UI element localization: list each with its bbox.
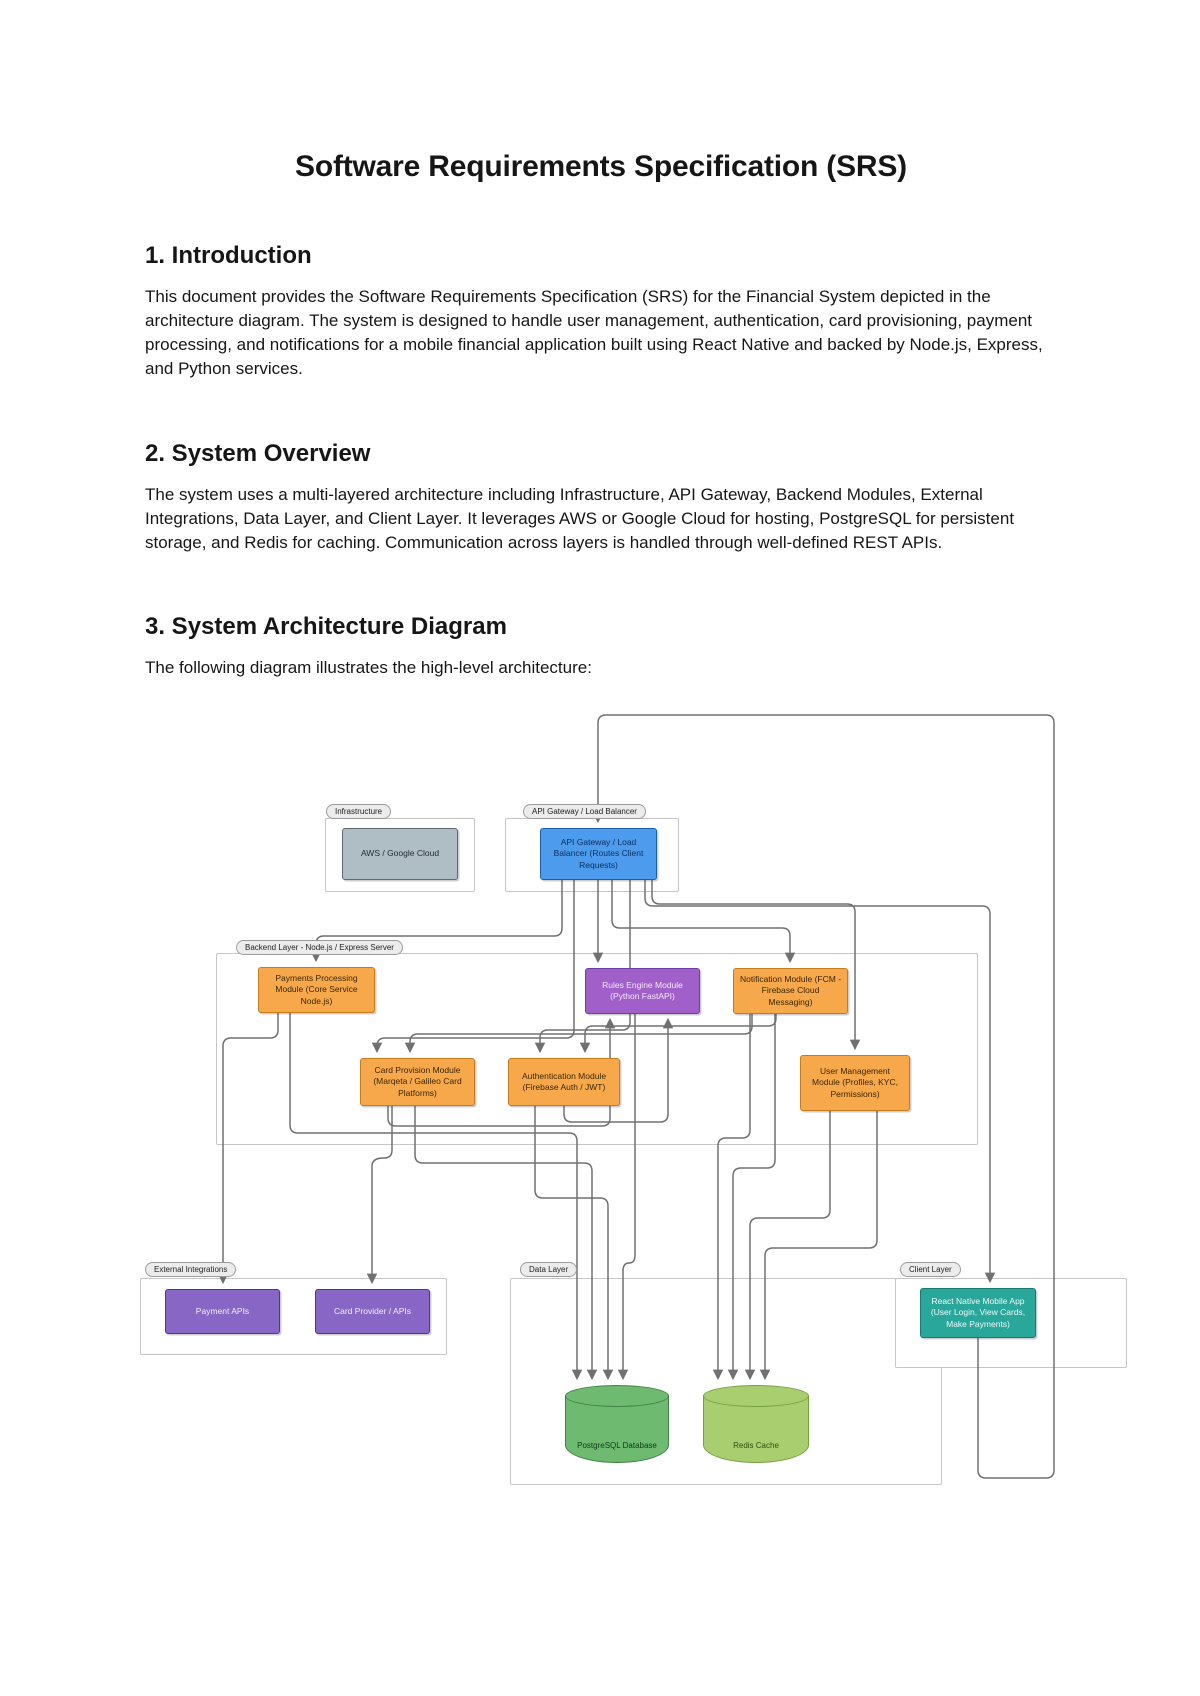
group-label-data-layer: Data Layer bbox=[520, 1262, 578, 1277]
group-label-backend-layer: Backend Layer - Node.js / Express Server bbox=[236, 940, 403, 955]
node-notification-module: Notification Module (FCM - Firebase Clou… bbox=[733, 968, 848, 1014]
node-redis-cache: Redis Cache bbox=[703, 1385, 809, 1463]
group-label-api-gateway: API Gateway / Load Balancer bbox=[523, 804, 646, 819]
node-card-provider-apis: Card Provider / APIs bbox=[315, 1289, 430, 1334]
section-heading-architecture: 3. System Architecture Diagram bbox=[145, 612, 507, 640]
node-api-gateway: API Gateway / Load Balancer (Routes Clie… bbox=[540, 828, 657, 880]
node-payments-processing: Payments Processing Module (Core Service… bbox=[258, 967, 375, 1013]
architecture-diagram: Infrastructure API Gateway / Load Balanc… bbox=[140, 700, 1135, 1500]
section-heading-overview: 2. System Overview bbox=[145, 439, 371, 467]
group-label-infrastructure: Infrastructure bbox=[326, 804, 392, 819]
document-body: Software Requirements Specification (SRS… bbox=[145, 0, 1057, 680]
node-payment-apis: Payment APIs bbox=[165, 1289, 280, 1334]
section-body-architecture: The following diagram illustrates the hi… bbox=[145, 657, 592, 677]
section-heading-introduction: 1. Introduction bbox=[145, 242, 312, 269]
node-aws-google-cloud: AWS / Google Cloud bbox=[342, 828, 458, 880]
node-card-provision-module: Card Provision Module (Marqeta / Galileo… bbox=[360, 1058, 475, 1106]
group-label-client-layer: Client Layer bbox=[900, 1262, 961, 1277]
postgresql-cylinder-lid bbox=[565, 1385, 669, 1407]
node-authentication-module: Authentication Module (Firebase Auth / J… bbox=[508, 1058, 620, 1106]
section-body-overview: The system uses a multi-layered architec… bbox=[145, 484, 1015, 552]
postgresql-label: PostgreSQL Database bbox=[577, 1441, 657, 1450]
node-user-management-module: User Management Module (Profiles, KYC, P… bbox=[800, 1055, 910, 1111]
redis-cylinder-lid bbox=[703, 1385, 809, 1407]
page-title: Software Requirements Specification (SRS… bbox=[295, 150, 907, 183]
node-postgresql-database: PostgreSQL Database bbox=[565, 1385, 669, 1463]
redis-label: Redis Cache bbox=[733, 1441, 779, 1450]
section-body-introduction: This document provides the Software Requ… bbox=[145, 287, 1043, 379]
node-rules-engine: Rules Engine Module (Python FastAPI) bbox=[585, 968, 700, 1014]
node-react-native-app: React Native Mobile App (User Login, Vie… bbox=[920, 1288, 1036, 1338]
group-label-external-integrations: External Integrations bbox=[145, 1262, 237, 1277]
